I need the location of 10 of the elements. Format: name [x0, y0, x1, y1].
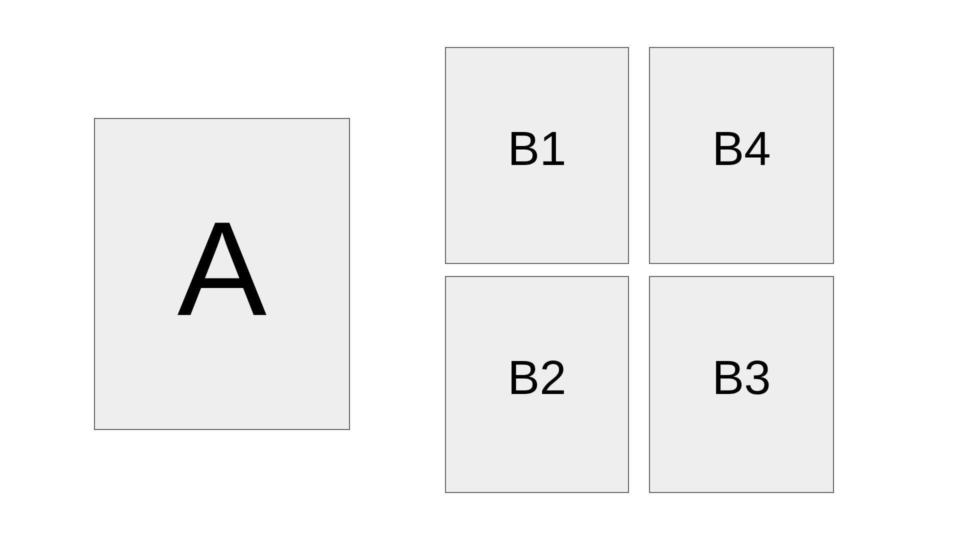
process-box — [94, 118, 350, 430]
box-label: B1 — [508, 124, 566, 177]
box-label: B3 — [712, 353, 771, 406]
box-label: A — [177, 196, 267, 344]
process-box — [649, 276, 834, 493]
box-label: B4 — [712, 124, 771, 177]
box-label: B2 — [508, 353, 566, 406]
process-box — [649, 47, 834, 264]
process-box — [445, 47, 629, 264]
process-box — [445, 276, 629, 493]
